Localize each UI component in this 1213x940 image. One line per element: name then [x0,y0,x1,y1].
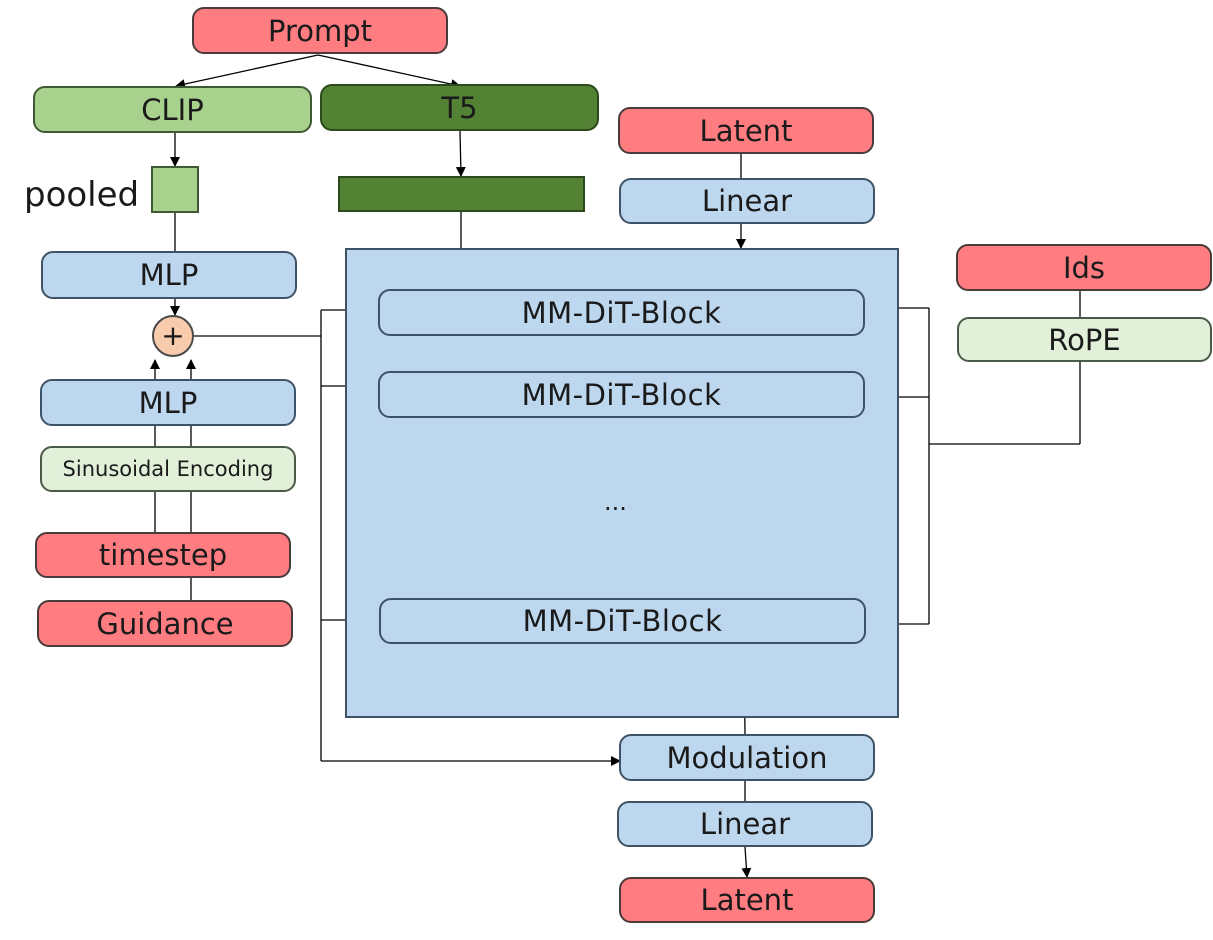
timestep-box: timestep [35,532,291,578]
mlp-pooled-box: MLP [41,251,297,299]
t5-box: T5 [320,84,599,131]
mm-dit-block-1: MM-DiT-Block [378,289,865,336]
clip-box: CLIP [33,86,312,133]
ids-box: Ids [956,244,1212,291]
sinusoidal-encoding-box: Sinusoidal Encoding [40,446,296,492]
mm-dit-block-3: MM-DiT-Block [379,598,866,644]
guidance-box: Guidance [37,600,293,647]
rope-box: RoPE [957,317,1212,362]
mlp-timestep-box: MLP [40,379,296,426]
linear-output-box: Linear [617,801,873,847]
latent-input-box: Latent [618,107,874,154]
pooled-label: pooled [24,175,140,215]
t5-embedding [338,176,585,212]
pooled-embedding [151,166,199,213]
ellipsis-label: ... [604,488,627,516]
latent-output-box: Latent [619,877,875,923]
plus-node: + [152,315,194,357]
modulation-box: Modulation [619,734,875,781]
linear-input-box: Linear [619,178,875,224]
prompt-box: Prompt [192,7,448,54]
mm-dit-block-2: MM-DiT-Block [378,371,865,418]
